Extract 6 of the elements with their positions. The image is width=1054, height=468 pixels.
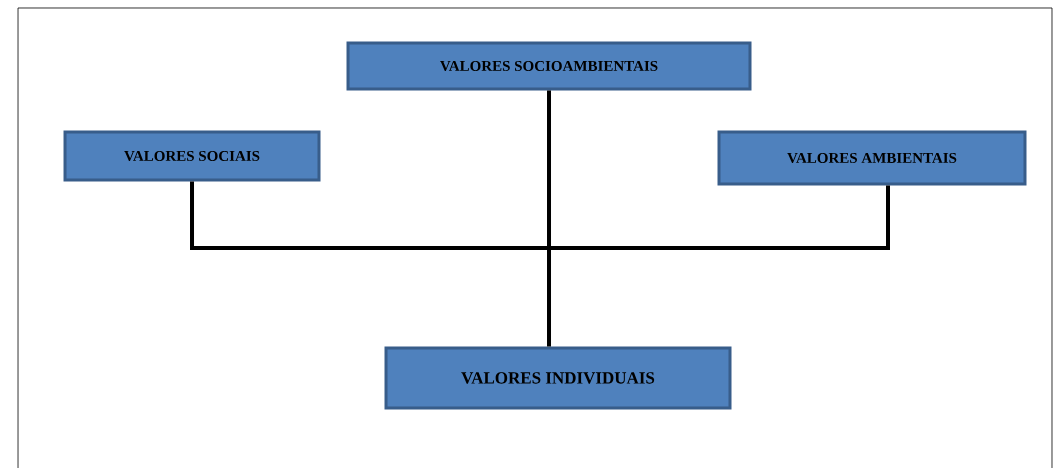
label-box: VALORES AMBIENTAIS: [717, 130, 1027, 186]
connector-line: [547, 90, 551, 347]
label-box: VALORES SOCIOAMBIENTAIS: [346, 41, 752, 91]
connector-line: [190, 181, 890, 250]
label-box: VALORES INDIVIDUAIS: [384, 346, 732, 410]
label-box: VALORES SOCIAIS: [63, 130, 321, 182]
